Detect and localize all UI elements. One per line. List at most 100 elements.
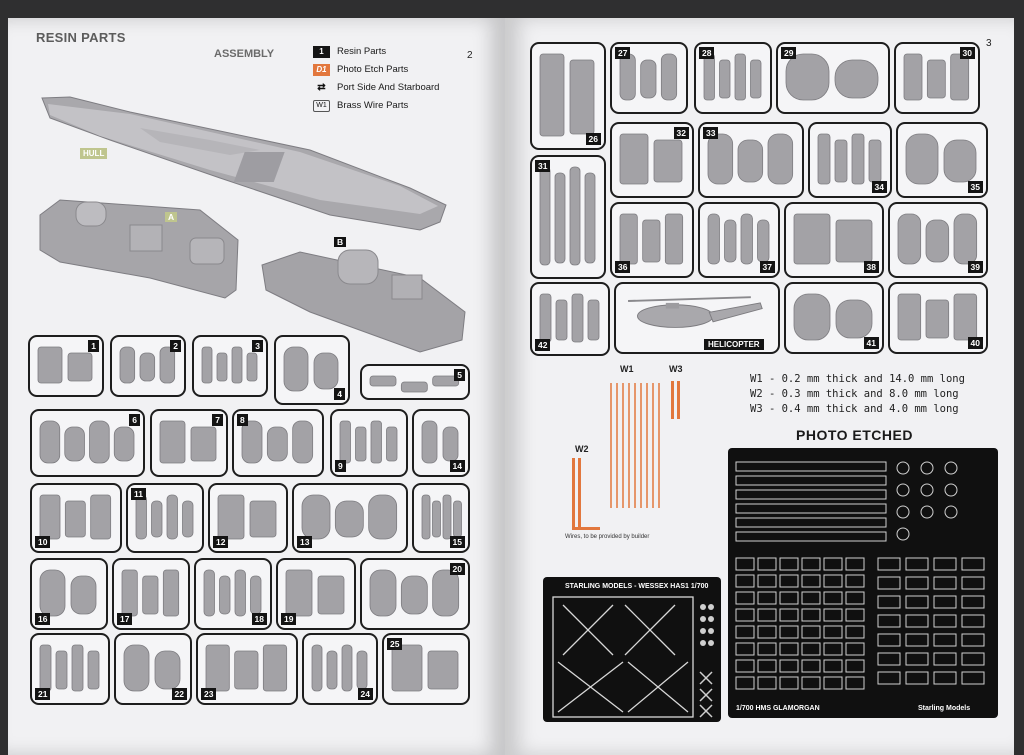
- part-drawing: [707, 133, 794, 185]
- resin-part-key: 1: [313, 45, 330, 58]
- part-number: 10: [35, 536, 51, 548]
- part-box-15: 15: [412, 483, 470, 553]
- part-number: 18: [251, 613, 267, 625]
- legend-item-port-starboard: ⇄ Port Side And Starboard: [313, 80, 439, 95]
- part-drawing: [159, 420, 217, 464]
- part-number: 15: [449, 536, 465, 548]
- part-box-8: 8: [232, 409, 324, 477]
- part-drawing: [39, 494, 112, 540]
- photo-etched-title: PHOTO ETCHED: [796, 427, 913, 443]
- part-number: 37: [759, 261, 775, 273]
- part-drawing: [903, 53, 970, 101]
- pe-sheet-wessex-drawing: [552, 596, 714, 718]
- part-drawing: [793, 213, 873, 265]
- part-number: 8: [237, 414, 248, 426]
- part-box-2: 2: [110, 335, 186, 397]
- wire-label-w1: W1: [620, 364, 634, 374]
- assembly-title: ASSEMBLY: [214, 48, 275, 60]
- wire-note: Wires, to be provided by builder: [565, 534, 650, 540]
- part-drawing: [369, 569, 460, 617]
- part-drawing: [619, 53, 678, 101]
- part-number: 1: [88, 340, 99, 352]
- part-number: 5: [454, 369, 465, 381]
- part-box-17: 17: [112, 558, 190, 630]
- part-number: 9: [335, 460, 346, 472]
- part-drawing: [539, 166, 596, 266]
- part-number: 27: [615, 47, 631, 59]
- part-number: 22: [171, 688, 187, 700]
- part-drawing: [285, 569, 345, 617]
- wire-label-w3: W3: [669, 364, 683, 374]
- pe-sheet-wessex-caption: STARLING MODELS - WESSEX HAS1 1/700: [565, 583, 709, 590]
- part-drawing: [793, 293, 873, 341]
- part-drawing: [203, 569, 262, 617]
- part-number: 7: [212, 414, 223, 426]
- part-number: 36: [615, 261, 631, 273]
- pe-sheet-glamorgan-caption: 1/700 HMS GLAMORGAN: [736, 705, 820, 712]
- part-box-7: 7: [150, 409, 228, 477]
- part-drawing: [283, 346, 339, 392]
- legend-item-photo-etch: D1 Photo Etch Parts: [313, 62, 439, 77]
- part-box-5: 5: [360, 364, 470, 400]
- part-drawing: [39, 569, 97, 617]
- part-drawing: [703, 53, 762, 101]
- part-number: 29: [781, 47, 797, 59]
- wire-specifications: W1 - 0.2 mm thick and 14.0 mm long W2 - …: [750, 372, 965, 417]
- legend-item-resin: 1 Resin Parts: [313, 44, 439, 59]
- part-box-13: 13: [292, 483, 408, 553]
- part-drawing: [135, 494, 194, 540]
- part-drawing: [539, 293, 600, 343]
- part-number: 40: [967, 337, 983, 349]
- part-number: 32: [673, 127, 689, 139]
- part-drawing: [39, 420, 135, 464]
- part-number: 30: [959, 47, 975, 59]
- part-drawing: [897, 213, 978, 265]
- part-drawing: [619, 133, 683, 185]
- legend-item-brass-wire: W1 Brass Wire Parts: [313, 98, 439, 113]
- part-number: 14: [449, 460, 465, 472]
- part-box-28: 28: [694, 42, 772, 114]
- photo-etch-key: D1: [313, 63, 330, 76]
- part-number: 35: [967, 181, 983, 193]
- part-number: 11: [131, 488, 146, 500]
- part-box-29: 29: [776, 42, 890, 114]
- part-box-34: 34: [808, 122, 892, 198]
- swap-arrows-icon: ⇄: [317, 82, 326, 93]
- part-box-33: 33: [698, 122, 804, 198]
- part-number: 19: [281, 613, 297, 625]
- part-drawing: [119, 346, 176, 384]
- part-box-27: 27: [610, 42, 688, 114]
- part-drawing: [201, 346, 258, 384]
- pe-sheet-glamorgan: 1/700 HMS GLAMORGAN Starling Models: [728, 448, 998, 718]
- part-number: 28: [699, 47, 715, 59]
- part-number: 4: [334, 388, 345, 400]
- part-box-38: 38: [784, 202, 884, 278]
- brass-wire-key: W1: [313, 99, 330, 112]
- part-drawing: [421, 420, 459, 464]
- pe-sheet-wessex: STARLING MODELS - WESSEX HAS1 1/700: [543, 577, 721, 722]
- part-number: 34: [871, 181, 887, 193]
- part-drawing: [301, 494, 398, 540]
- part-number: 42: [535, 339, 551, 351]
- part-number: 26: [585, 133, 601, 145]
- part-box-35: 35: [896, 122, 988, 198]
- part-drawing: [785, 53, 879, 101]
- wire-spec-w3: W3 - 0.4 mm thick and 4.0 mm long: [750, 403, 959, 415]
- wire-label-w2: W2: [575, 444, 589, 454]
- part-drawing: [311, 644, 368, 692]
- part-number: 41: [863, 337, 879, 349]
- part-box-helicopter: [614, 282, 780, 354]
- part-drawing: [241, 420, 314, 464]
- part-box-41: 41: [784, 282, 884, 354]
- section-b-label: B: [334, 237, 347, 247]
- part-box-22: 22: [114, 633, 192, 705]
- part-number: 6: [129, 414, 140, 426]
- part-number: 25: [387, 638, 403, 650]
- part-number: 23: [201, 688, 217, 700]
- part-box-21: 21: [30, 633, 110, 705]
- part-drawing: [707, 213, 770, 265]
- part-box-19: 19: [276, 558, 356, 630]
- part-number: 12: [213, 536, 229, 548]
- part-box-32: 32: [610, 122, 694, 198]
